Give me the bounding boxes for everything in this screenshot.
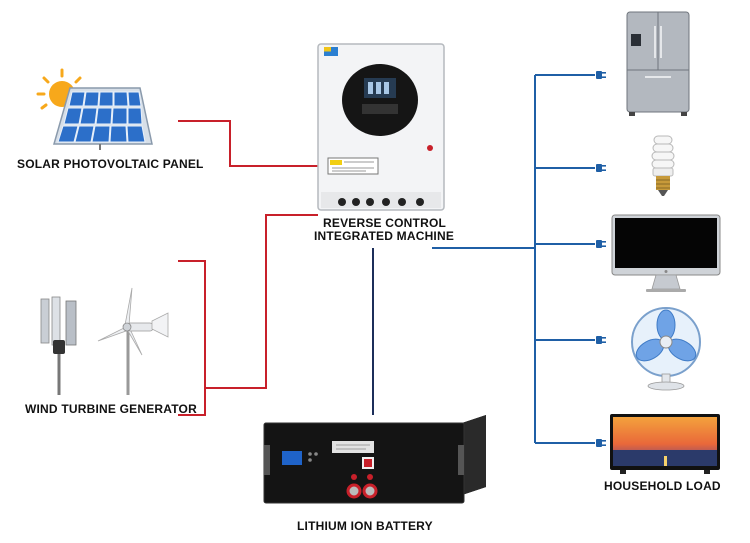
horizontal-axis-turbine [97, 287, 169, 395]
inverter-label-line1: REVERSE CONTROL [323, 216, 447, 230]
television-icon [610, 414, 720, 474]
inverter-icon [317, 43, 445, 211]
fan-icon [631, 307, 701, 391]
wind-wire [178, 260, 206, 416]
wind-label: WIND TURBINE GENERATOR [25, 402, 197, 416]
battery-label: LITHIUM ION BATTERY [297, 519, 433, 533]
load-branches [535, 74, 595, 444]
vertical-axis-turbine [40, 296, 77, 395]
solar-label: SOLAR PHOTOVOLTAIC PANEL [17, 157, 204, 171]
lightbulb-icon [651, 135, 675, 196]
battery-rack-icon [263, 415, 486, 504]
solar-panel-icon [36, 68, 153, 150]
monitor-icon [611, 214, 721, 292]
plug-icons [596, 71, 606, 447]
wind-wire-link [205, 214, 318, 389]
inverter-label-line2: INTEGRATED MACHINE [314, 229, 455, 243]
wind-turbine-icon [40, 287, 169, 395]
solar-wire [178, 120, 318, 167]
household-load-label: HOUSEHOLD LOAD [604, 479, 721, 493]
refrigerator-icon [626, 11, 690, 116]
